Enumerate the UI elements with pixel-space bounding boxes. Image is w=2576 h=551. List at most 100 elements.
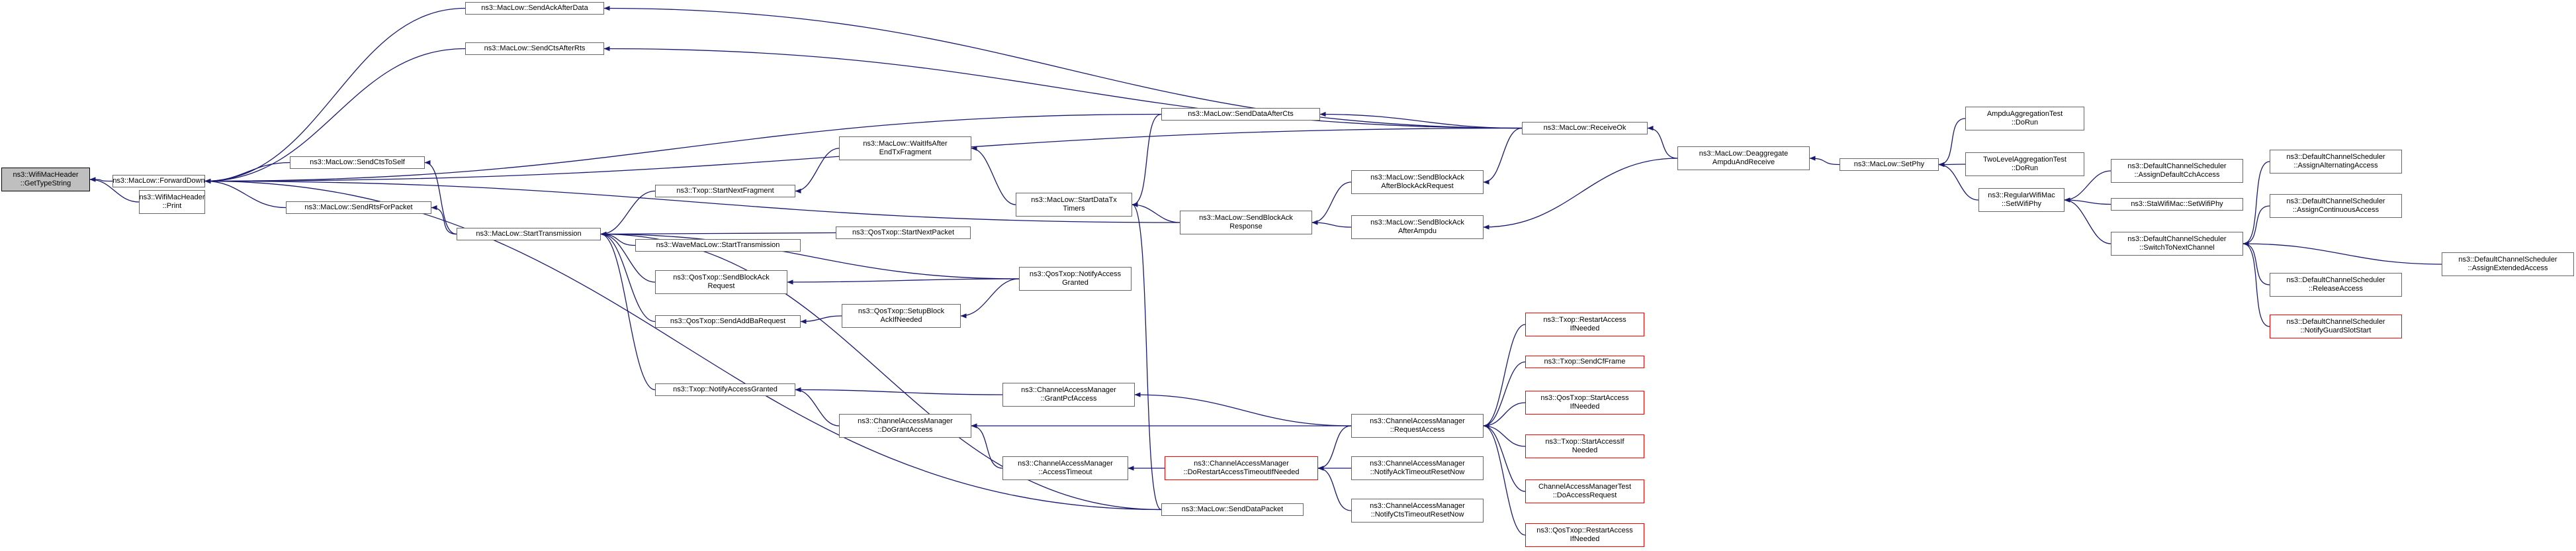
edge-sendrtsforpacket-to-forwarddown	[204, 178, 287, 209]
node-dcs-releaseaccess[interactable]: ns3::DefaultChannelScheduler::ReleaseAcc…	[2270, 273, 2402, 297]
edge-cam-requestaccess-to-cam-dorestart	[1317, 425, 1352, 471]
edge-dcs-releaseaccess-to-dcs-switchtonext	[2243, 241, 2270, 285]
edge-qostxop-sendblockackrequest-to-starttransmission	[600, 231, 656, 283]
node-label-line: ::DoGrantAccess	[877, 426, 933, 434]
node-stawifimac-setwifiphy[interactable]: ns3::StaWifiMac::SetWifiPhy	[2111, 198, 2243, 211]
node-label-line: ::NotifyAckTimeoutResetNow	[1370, 468, 1465, 476]
edge-txop-restartaccess-to-cam-requestaccess	[1483, 324, 1526, 428]
edge-senddataafterccts-to-startdatatxtimers	[1132, 113, 1162, 207]
node-label-line: ns3::QosTxop::NotifyAccess	[1029, 270, 1122, 278]
node-cam-dorestart[interactable]: ns3::ChannelAccessManager::DoRestartAcce…	[1165, 456, 1318, 480]
edge-receiveok-to-senddataafterccts	[1319, 111, 1523, 129]
node-label-line: AmpduAndReceive	[1712, 158, 1775, 166]
node-cam-notifyctstimeout[interactable]: ns3::ChannelAccessManager::NotifyCtsTime…	[1351, 499, 1484, 523]
node-label-line: TwoLevelAggregationTest	[1983, 156, 2066, 164]
node-senddataafterccts[interactable]: ns3::MacLow::SendDataAfterCts	[1161, 108, 1320, 121]
node-label-line: ns3::MacLow::WaitIfsAfter	[863, 140, 948, 148]
node-cam-grantpcf[interactable]: ns3::ChannelAccessManager::GrantPcfAcces…	[1002, 383, 1135, 407]
edge-print-to-root	[89, 177, 140, 203]
edge-sendctstoself-to-forwarddown	[204, 162, 290, 184]
node-label-line: ns3::MacLow::SendBlockAck	[1199, 214, 1293, 222]
node-twoleveltest[interactable]: TwoLevelAggregationTest::DoRun	[1965, 152, 2084, 176]
node-qostxop-sendaddbarequest[interactable]: ns3::QosTxop::SendAddBaRequest	[655, 315, 801, 328]
node-starttransmission[interactable]: ns3::MacLow::StartTransmission	[457, 228, 601, 240]
node-ampdutest[interactable]: AmpduAggregationTest::DoRun	[1965, 107, 2084, 130]
node-dcs-assignalternating[interactable]: ns3::DefaultChannelScheduler::AssignAlte…	[2270, 150, 2402, 174]
node-sendctstoself[interactable]: ns3::MacLow::SendCtsToSelf	[290, 156, 425, 169]
edge-cam-accesstimeout-to-cam-dogrant	[971, 423, 1003, 469]
edge-dcs-switchtonext-to-regularwifimac-setwifiphy	[2064, 197, 2111, 244]
node-label-line: ns3::MacLow::SetPhy	[1853, 160, 1925, 168]
node-label-line: AmpduAggregationTest	[1986, 110, 2063, 118]
node-cam-accesstimeout[interactable]: ns3::ChannelAccessManager::AccessTimeout	[1002, 456, 1128, 480]
node-label-line: ::DoRestartAccessTimeoutIfNeeded	[1183, 468, 1300, 476]
node-dcs-assigndefault[interactable]: ns3::DefaultChannelScheduler::AssignDefa…	[2111, 159, 2243, 183]
node-forwarddown[interactable]: ns3::MacLow::ForwardDown	[112, 175, 205, 187]
node-cam-dogrant[interactable]: ns3::ChannelAccessManager::DoGrantAccess	[839, 414, 971, 438]
node-label-line: Granted	[1062, 279, 1088, 287]
node-senddatapacket[interactable]: ns3::MacLow::SendDataPacket	[1161, 503, 1304, 516]
edge-senddatapacket-to-startdatatxtimers	[1132, 202, 1162, 511]
node-print[interactable]: ns3::WifiMacHeader::Print	[139, 190, 205, 214]
node-cam-notifyacktimeout[interactable]: ns3::ChannelAccessManager::NotifyAckTime…	[1351, 456, 1484, 480]
node-regularwifimac-setwifiphy[interactable]: ns3::RegularWifiMac::SetWifiPhy	[1978, 188, 2065, 212]
node-dcs-switchtonext[interactable]: ns3::DefaultChannelScheduler::SwitchToNe…	[2111, 232, 2243, 256]
node-label-line: ns3::ChannelAccessManager	[1370, 502, 1465, 510]
node-txop-startnextfragment[interactable]: ns3::Txop::StartNextFragment	[655, 185, 795, 197]
node-wave-starttransmission[interactable]: ns3::WaveMacLow::StartTransmission	[635, 239, 801, 252]
node-label-line: ns3::MacLow::SendDataPacket	[1181, 505, 1284, 513]
node-qostxop-startnextpacket[interactable]: ns3::QosTxop::StartNextPacket	[836, 226, 971, 239]
edge-setphy-to-deaggregate	[1809, 156, 1840, 166]
edge-txop-sendcfframe-to-cam-requestaccess	[1483, 361, 1526, 428]
edge-twoleveltest-to-setphy	[1938, 162, 1966, 168]
node-label-line: ::NotifyCtsTimeoutResetNow	[1370, 511, 1464, 519]
node-receiveok[interactable]: ns3::MacLow::ReceiveOk	[1522, 122, 1648, 134]
edge-sendblockackresponse-to-forwarddown	[204, 178, 1180, 223]
node-label-line: ::SetWifiPhy	[2002, 200, 2041, 208]
node-label-line: AfterBlockAckRequest	[1381, 182, 1454, 190]
node-label-line: ns3::Txop::SendCfFrame	[1544, 358, 1626, 366]
node-label-line: ns3::MacLow::StartTransmission	[476, 230, 582, 238]
node-label-line: ns3::DefaultChannelScheduler	[2286, 318, 2385, 326]
node-cam-requestaccess[interactable]: ns3::ChannelAccessManager::RequestAccess	[1351, 414, 1484, 438]
edge-qostxop-setupblockack-to-qostxop-sendaddbarequest	[800, 315, 842, 325]
edge-qostxop-startnextpacket-to-starttransmission	[600, 231, 836, 237]
node-txop-sendcfframe[interactable]: ns3::Txop::SendCfFrame	[1525, 356, 1644, 368]
node-label-line: ns3::ChannelAccessManager	[858, 417, 953, 425]
node-camtest-doaccessrequest[interactable]: ChannelAccessManagerTest::DoAccessReques…	[1525, 479, 1644, 503]
node-label-line: ns3::RegularWifiMac	[1988, 191, 2055, 199]
node-dcs-assignextended[interactable]: ns3::DefaultChannelScheduler::AssignExte…	[2442, 252, 2574, 276]
node-label-line: ns3::MacLow::SendAckAfterData	[481, 4, 588, 12]
node-label-line: ns3::ChannelAccessManager	[1021, 386, 1116, 394]
node-sendackafterdata[interactable]: ns3::MacLow::SendAckAfterData	[465, 2, 604, 15]
edge-ampdutest-to-setphy	[1938, 118, 1966, 168]
edge-receiveok-to-sendblockack-afterblockackrequest	[1483, 127, 1523, 185]
node-sendrtsforpacket[interactable]: ns3::MacLow::SendRtsForPacket	[286, 201, 431, 214]
node-label-line: ns3::MacLow::SendCtsToSelf	[310, 158, 405, 166]
node-label-line: ns3::QosTxop::SendBlockAck	[673, 274, 770, 281]
node-sendctsafterrts[interactable]: ns3::MacLow::SendCtsAfterRts	[465, 42, 604, 55]
node-label-line: ns3::QosTxop::StartAccess	[1540, 394, 1629, 402]
node-setphy[interactable]: ns3::MacLow::SetPhy	[1840, 158, 1939, 171]
node-label-line: ChannelAccessManagerTest	[1538, 483, 1632, 491]
edge-dcs-assignalternating-to-dcs-switchtonext	[2243, 161, 2270, 246]
node-label-line: AckIfNeeded	[880, 316, 922, 324]
node-dcs-assigncontinuous[interactable]: ns3::DefaultChannelScheduler::AssignCont…	[2270, 194, 2402, 218]
node-dcs-notifyguardslot[interactable]: ns3::DefaultChannelScheduler::NotifyGuar…	[2270, 315, 2402, 338]
node-txop-notifyaccessgranted[interactable]: ns3::Txop::NotifyAccessGranted	[655, 383, 795, 396]
node-label-line: ::DoRun	[2011, 119, 2039, 126]
